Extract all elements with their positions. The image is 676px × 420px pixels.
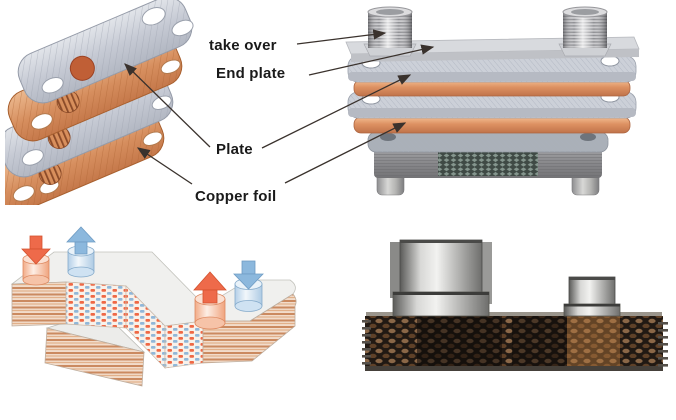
label-end-plate: End plate: [216, 65, 286, 82]
hot-inlet-port: [21, 235, 51, 286]
cold-inlet-arrow-down-icon: [233, 260, 264, 290]
bottom-plate: [367, 131, 609, 153]
cutaway-photo: [362, 239, 668, 371]
threaded-port-left: [363, 6, 417, 57]
label-plate: Plate: [216, 141, 253, 158]
leader-copper-foil-right: [284, 122, 407, 184]
hot-outlet-arrow-up-icon: [193, 271, 227, 304]
small-connection-port: [563, 276, 621, 317]
stainless-plate-layer-upper: [347, 55, 637, 83]
label-take-over: take over: [209, 37, 277, 54]
leader-copper-foil-left: [136, 147, 193, 185]
cold-outlet-port: [66, 226, 96, 278]
stacked-heat-exchanger-illustration: [345, 6, 640, 196]
leader-end-plate: [308, 44, 435, 76]
cross-section-channels: [65, 281, 204, 369]
flow-schematic-illustration: [10, 226, 297, 387]
threaded-port-right: [558, 6, 612, 57]
hot-inlet-arrow-down-icon: [21, 235, 51, 265]
braze-mesh-window: [438, 150, 538, 176]
stainless-plate-top: [17, 0, 194, 104]
leader-plate-left: [124, 63, 211, 148]
stack-side-right: [202, 293, 297, 364]
cold-outlet-arrow-up-icon: [66, 226, 96, 255]
brazed-stack-base: [374, 148, 602, 178]
leader-plate-right: [261, 74, 412, 149]
large-connection-port: [390, 239, 492, 317]
leader-take-over: [296, 29, 387, 45]
cold-inlet-port: [233, 260, 264, 312]
label-copper-foil: Copper foil: [195, 188, 277, 205]
copper-braze-highlight: [567, 316, 620, 370]
hot-outlet-port: [193, 271, 227, 330]
stainless-plate-layer-lower: [347, 91, 637, 119]
brazed-core-cross-section: [362, 312, 668, 371]
exploded-plate-stack-illustration: [5, 0, 194, 205]
edge-fins: [362, 320, 668, 367]
